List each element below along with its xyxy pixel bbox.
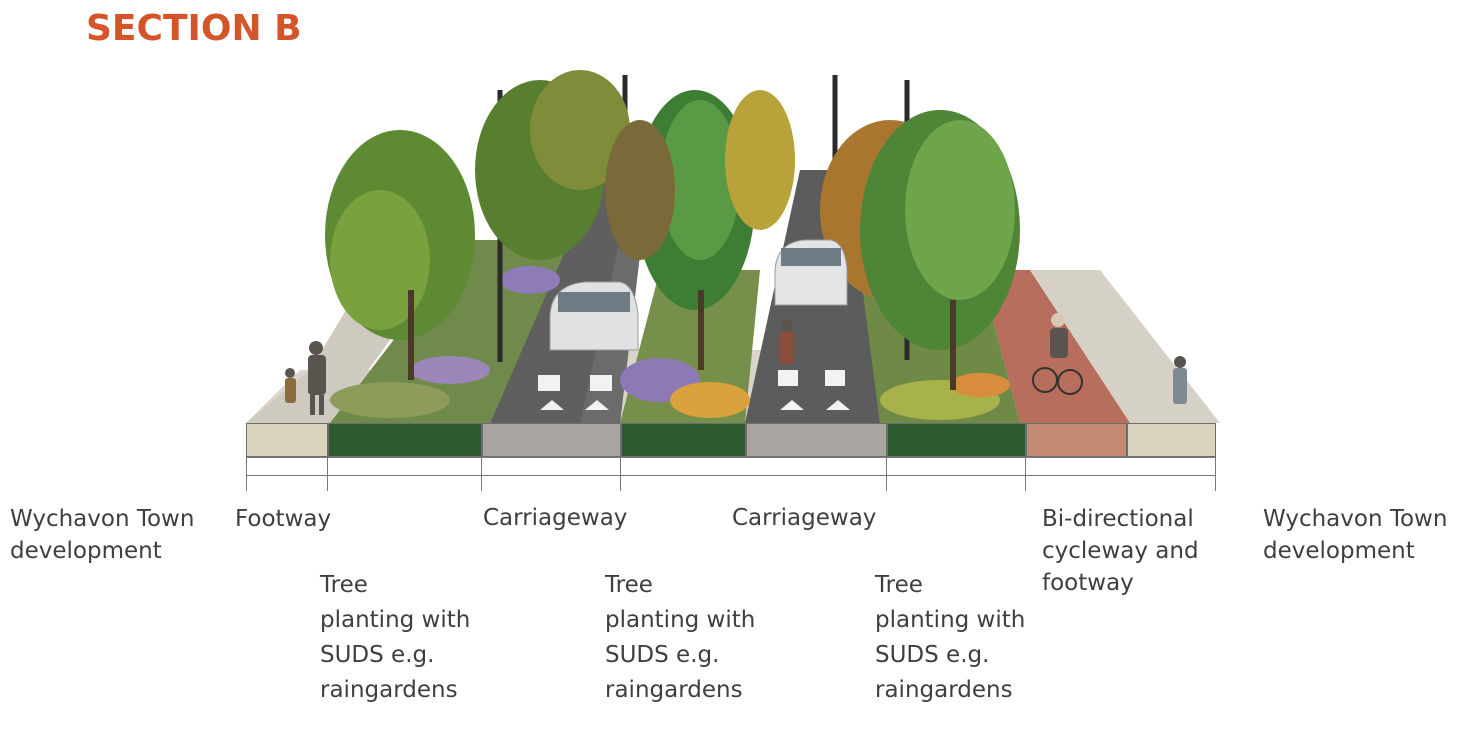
band-footway-right [1127,423,1216,457]
label-cycleway-footway: Bi-directional cycleway and footway [1042,506,1199,596]
label-tree-planting-2: Tree planting with SUDS e.g. raingardens [605,572,756,703]
dimension-tick [327,457,328,491]
band-tree-planting-1 [328,423,482,457]
band-underline [246,457,1216,458]
dimension-tick [1215,457,1216,491]
right-footway-surface [1030,270,1220,423]
band-tree-planting-3 [887,423,1026,457]
dimension-tick [481,457,482,491]
trees [325,70,1020,390]
band-carriageway-1 [482,423,621,457]
flowers [330,266,1010,420]
band-cycleway [1026,423,1127,457]
dimension-tick [1025,457,1026,491]
dimension-tick [246,457,247,491]
label-right-development: Wychavon Town development [1263,506,1448,564]
band-tree-planting-2 [621,423,746,457]
label-carriageway-2: Carriageway [732,505,877,531]
label-left-development: Wychavon Town development [10,506,195,564]
cars [549,239,848,351]
label-footway: Footway [235,506,332,532]
band-footway-left [246,423,328,457]
dimension-tick [620,457,621,491]
label-tree-planting-1: Tree planting with SUDS e.g. raingardens [320,572,471,703]
section-title: SECTION B [86,8,302,49]
road-markings [538,370,850,410]
label-tree-planting-3: Tree planting with SUDS e.g. raingardens [875,572,1026,703]
label-carriageway-1: Carriageway [483,505,628,531]
dimension-tick [886,457,887,491]
dimension-line [246,475,1216,476]
band-carriageway-2 [746,423,887,457]
street-illustration [246,70,1220,423]
people [285,313,1187,415]
